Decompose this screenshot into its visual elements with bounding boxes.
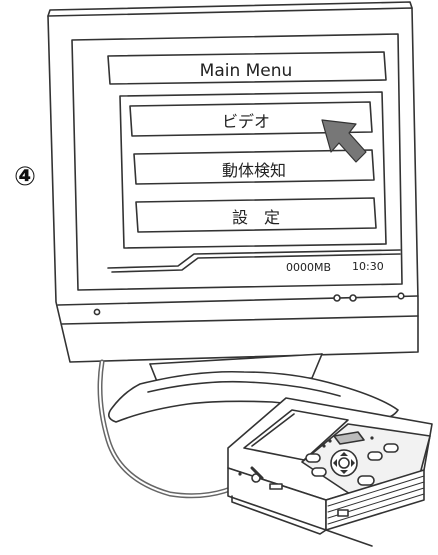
record-button[interactable] (357, 475, 375, 486)
dc-port-icon (337, 509, 349, 517)
menu-item-settings-label: 設 定 (232, 208, 280, 227)
menu-item-motion-detect[interactable] (133, 149, 375, 185)
indicator-dot-icon (333, 294, 341, 302)
menu-button[interactable] (305, 453, 321, 463)
menu-item-video[interactable] (129, 101, 373, 137)
usb-port-icon (269, 483, 283, 490)
storage-status: 0000MB (286, 261, 331, 274)
device-side (325, 469, 425, 531)
menu-title: Main Menu (200, 61, 293, 81)
menu-title-bar[interactable] (107, 51, 387, 85)
menu-item-motion-detect-label: 動体検知 (222, 161, 286, 180)
control-panel (301, 423, 431, 495)
step-marker: ④ (14, 162, 36, 192)
cursor-arrow-icon (321, 119, 367, 163)
clock-status: 10:30 (352, 260, 384, 273)
monitor-stand (108, 353, 399, 423)
indicator-dot-icon (349, 294, 357, 302)
cable-plug (250, 466, 264, 480)
menu-item-video-label: ビデオ (222, 112, 270, 131)
status-lcd (333, 431, 365, 445)
stop-button[interactable] (367, 451, 383, 461)
video-recorder-device (227, 397, 433, 547)
indicator-dot-icon (397, 292, 405, 300)
power-led-icon (93, 308, 101, 316)
play-button[interactable] (383, 443, 399, 453)
menu-screen: Main Menu ビデオ 動体検知 設 定 0000MB 10:30 (107, 51, 401, 274)
status-strip (107, 249, 401, 269)
back-button[interactable] (311, 467, 327, 477)
menu-item-settings[interactable] (135, 197, 377, 233)
